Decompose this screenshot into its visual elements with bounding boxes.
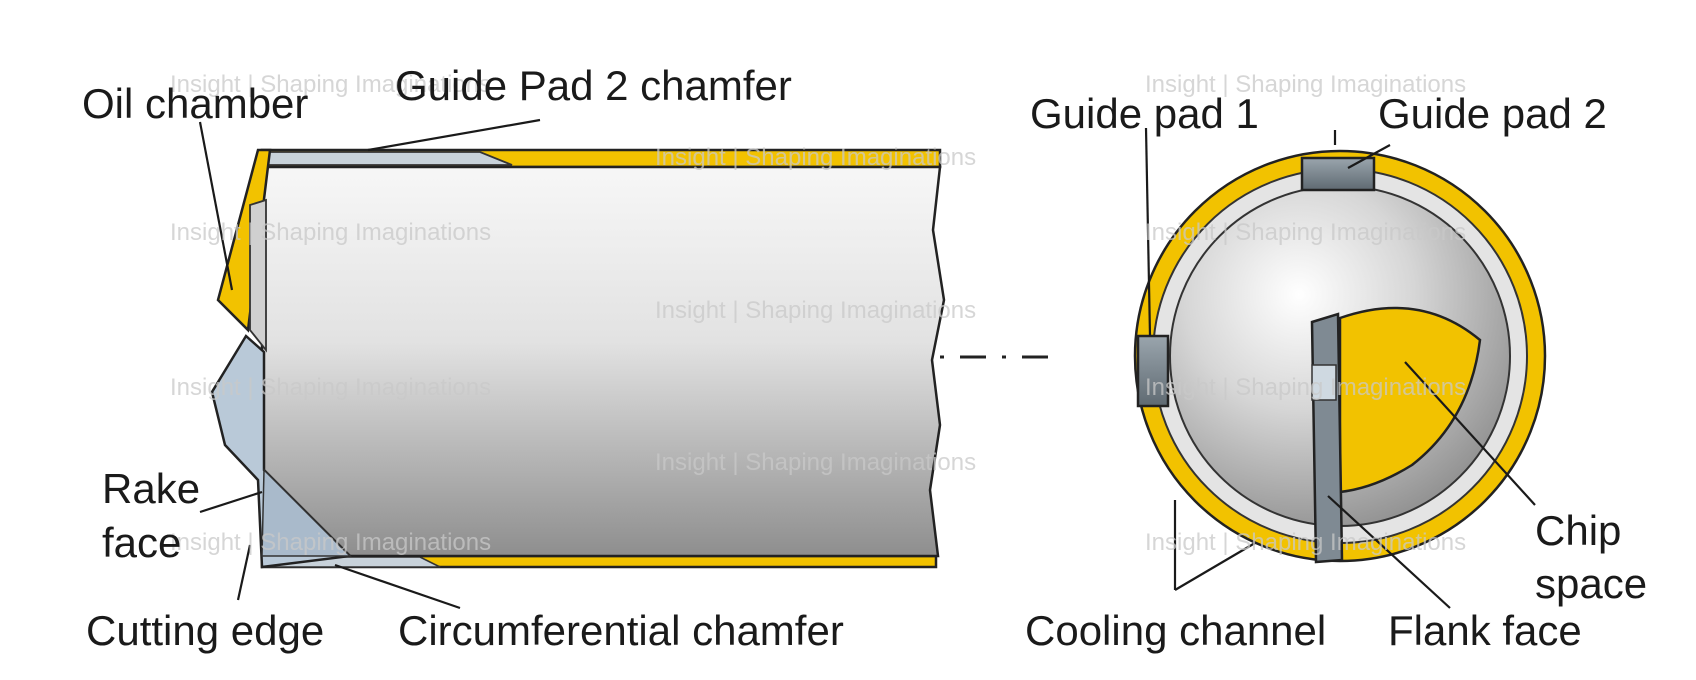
guide-pad-2-chamfer-strip [261,151,513,166]
leader-oil-chamber [198,121,234,291]
label-chip-space-line2: space [1535,560,1647,607]
label-rake-face-line1: Rake [102,465,200,512]
leader-circumferential-chamfer [334,563,461,610]
chip-space [1338,306,1482,494]
leader-chip-space [1404,361,1536,506]
flank-face-blade [1310,312,1344,564]
label-guide-pad-1: Guide pad 1 [1030,90,1259,137]
watermark: Insight | Shaping Imaginations [1145,71,1466,98]
labels: Oil chamber Guide Pad 2 chamfer Rake fac… [82,62,1647,654]
watermark: Insight | Shaping Imaginations [170,374,491,401]
rake-face-blade [210,334,353,569]
blade-facet [261,468,352,557]
watermark: Insight | Shaping Imaginations [655,297,976,324]
label-chip-space-line1: Chip [1535,507,1621,554]
label-oil-chamber: Oil chamber [82,80,308,127]
leader-guide-pad-1 [1144,127,1152,337]
watermarks: Insight | Shaping Imaginations Insight |… [170,71,1466,556]
side-view [210,148,1050,569]
watermark: Insight | Shaping Imaginations [1145,529,1466,556]
watermark: Insight | Shaping Imaginations [170,529,491,556]
watermark: Insight | Shaping Imaginations [170,219,491,246]
label-guide-pad-2: Guide pad 2 [1378,90,1607,137]
tip-face [249,198,267,353]
watermark: Insight | Shaping Imaginations [1145,219,1466,246]
label-rake-face-line2: face [102,519,181,566]
leader-rake-face [199,490,263,514]
label-guide-pad-2-chamfer: Guide Pad 2 chamfer [395,62,792,109]
watermark: Insight | Shaping Imaginations [1145,374,1466,401]
leader-lines [198,118,1536,610]
leader-guide-pad-2 [1347,144,1391,169]
leader-flank-face [1327,495,1451,609]
watermark: Insight | Shaping Imaginations [655,144,976,171]
label-cooling-channel: Cooling channel [1025,607,1326,654]
leader-cooling-channel-2 [1174,542,1256,591]
guide-pad-1-shape [1136,334,1170,408]
label-cutting-edge: Cutting edge [86,607,324,654]
end-view [1133,149,1547,564]
label-circumferential-chamfer: Circumferential chamfer [398,607,844,654]
drill-tube-body [260,165,946,558]
watermark: Insight | Shaping Imaginations [170,71,491,98]
watermark: Insight | Shaping Imaginations [655,449,976,476]
leader-guide-pad-2-chamfer [367,118,541,152]
guide-pad-2-shape [1300,156,1376,192]
leader-cutting-edge [236,544,252,601]
label-flank-face: Flank face [1388,607,1582,654]
blade-highlight [1311,364,1337,401]
